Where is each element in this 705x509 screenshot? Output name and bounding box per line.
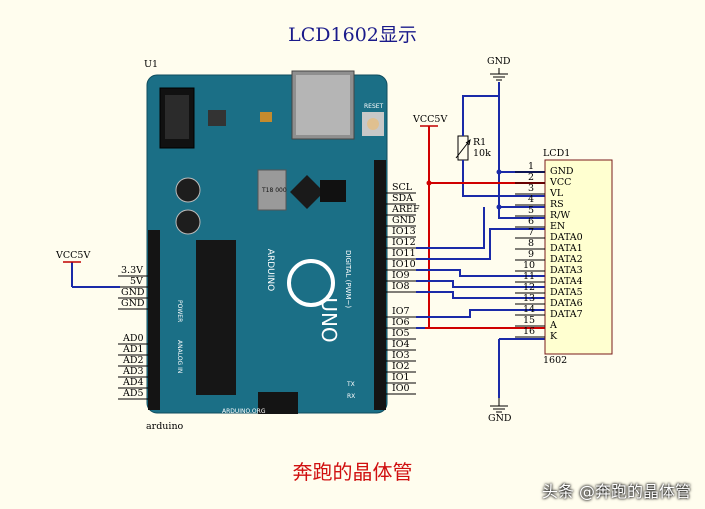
- lcd-pin-number: 12: [523, 282, 536, 293]
- lcd-pin-name: DATA0: [550, 232, 583, 243]
- lcd-pin-number: 13: [523, 293, 536, 304]
- gnd-bottom-label: GND: [488, 413, 512, 424]
- board-power-text: POWER: [176, 300, 183, 322]
- lcd-pin-number: 5: [528, 205, 535, 216]
- lcd-pin-name: GND: [550, 166, 574, 177]
- arduino-board: [146, 70, 388, 414]
- arduino-pin-ad1: AD1: [123, 344, 144, 355]
- resistor-value: 10k: [473, 148, 491, 159]
- arduino-pin-io1: IO1: [392, 372, 410, 383]
- gnd-bottom-symbol: [490, 398, 508, 413]
- arduino-pin-ad3: AD3: [123, 366, 144, 377]
- lcd-body: [544, 159, 613, 355]
- lcd-pin-name: DATA3: [550, 265, 583, 276]
- arduino-pin-gnd2: GND: [121, 298, 145, 309]
- gnd-top-symbol: [490, 68, 508, 81]
- arduino-pin-scl: SCL: [392, 182, 413, 193]
- lcd-pin-name: DATA5: [550, 287, 583, 298]
- lcd-pin-name: RS: [550, 199, 564, 210]
- lcd-pin-number: 6: [528, 216, 535, 227]
- watermark: 头条 @奔跑的晶体管: [541, 482, 691, 501]
- board-url-text: ARDUINO.ORG: [222, 408, 266, 415]
- arduino-pin-io6: IO6: [392, 317, 410, 328]
- arduino-pin-3v3: 3.3V: [121, 265, 143, 276]
- board-analog-text: ANALOG IN: [176, 340, 183, 373]
- lcd-pin-number: 14: [523, 304, 536, 315]
- vcc-left-label: VCC5V: [56, 250, 91, 261]
- lcd-model: 1602: [543, 355, 568, 366]
- lcd-pin-number: 15: [523, 315, 536, 326]
- lcd-pin-name: DATA6: [550, 298, 583, 309]
- lcd-pin-number: 10: [523, 260, 536, 271]
- lcd-pin-name: DATA4: [550, 276, 583, 287]
- arduino-pin-io10: IO10: [392, 259, 416, 270]
- vcc-left-wire: [63, 261, 120, 288]
- lcd-pin-name: VL: [550, 188, 564, 199]
- lcd-pin-number: 7: [528, 227, 535, 238]
- board-digital-text: DIGITAL (PWM~): [344, 250, 352, 308]
- arduino-pin-io8: IO8: [392, 281, 410, 292]
- board-brand-text: ARDUINO: [265, 249, 275, 291]
- arduino-right-pin-lines: [386, 192, 416, 395]
- lcd-pin-name: R/W: [550, 210, 571, 221]
- arduino-pin-sda: SDA: [392, 193, 413, 204]
- board-tx-text: TX: [346, 381, 355, 388]
- arduino-pin-io0: IO0: [392, 383, 410, 394]
- lcd-ref: LCD1: [543, 148, 571, 159]
- lcd-pin-number: 9: [528, 249, 535, 260]
- lcd-pin-number: 2: [528, 172, 535, 183]
- arduino-pin-io2: IO2: [392, 361, 410, 372]
- arduino-left-pin-lines: [118, 275, 148, 400]
- arduino-pin-gnd3: GND: [392, 215, 416, 226]
- lcd-pin-name: EN: [550, 221, 566, 232]
- lcd-pin-name: A: [550, 320, 557, 331]
- gnd-top-label: GND: [487, 56, 511, 67]
- arduino-pin-ad4: AD4: [123, 377, 144, 388]
- arduino-pin-io5: IO5: [392, 328, 410, 339]
- wires-data: [416, 207, 545, 398]
- lcd-pin-number: 16: [523, 326, 536, 337]
- lcd-pin-number: 1: [528, 161, 535, 172]
- board-uno-text: UNO: [317, 297, 341, 342]
- lcd-pin-name: VCC: [550, 177, 572, 188]
- arduino-pin-gnd1: GND: [121, 287, 145, 298]
- lcd-pin-number: 8: [528, 238, 535, 249]
- board-reset-text: RESET: [364, 103, 384, 110]
- board-crystal-text: T18 000: [261, 187, 287, 194]
- lcd-pin-name: DATA2: [550, 254, 583, 265]
- arduino-pin-ad5: AD5: [123, 388, 144, 399]
- arduino-pin-io4: IO4: [392, 339, 410, 350]
- lcd-pin-name: DATA7: [550, 309, 583, 320]
- arduino-pin-io13: IO13: [392, 226, 416, 237]
- arduino-pin-5v: 5V: [130, 276, 143, 287]
- lcd-pin-number: 4: [528, 194, 535, 205]
- vcc-top-label: VCC5V: [413, 114, 448, 125]
- lcd-pin-stubs: [515, 171, 545, 338]
- arduino-ref-label: U1: [144, 59, 159, 70]
- lcd-pin-name: DATA1: [550, 243, 583, 254]
- arduino-pin-io7: IO7: [392, 306, 410, 317]
- arduino-name-label: arduino: [146, 421, 184, 432]
- arduino-pin-ad0: AD0: [123, 333, 144, 344]
- resistor-r1: [455, 135, 471, 161]
- arduino-pin-io12: IO12: [392, 237, 416, 248]
- diagram-title: LCD1602显示: [288, 24, 417, 46]
- lcd-pin-number: 3: [528, 183, 535, 194]
- board-rx-text: RX: [347, 393, 355, 400]
- arduino-pin-aref: AREF: [392, 204, 420, 215]
- arduino-pin-io9: IO9: [392, 270, 410, 281]
- lcd-pin-number: 11: [523, 271, 536, 282]
- arduino-pin-io3: IO3: [392, 350, 410, 361]
- resistor-ref: R1: [473, 137, 487, 148]
- lcd-pin-name: K: [550, 331, 558, 342]
- arduino-pin-io11: IO11: [392, 248, 416, 259]
- footer-title: 奔跑的晶体管: [292, 460, 413, 484]
- arduino-pin-ad2: AD2: [123, 355, 144, 366]
